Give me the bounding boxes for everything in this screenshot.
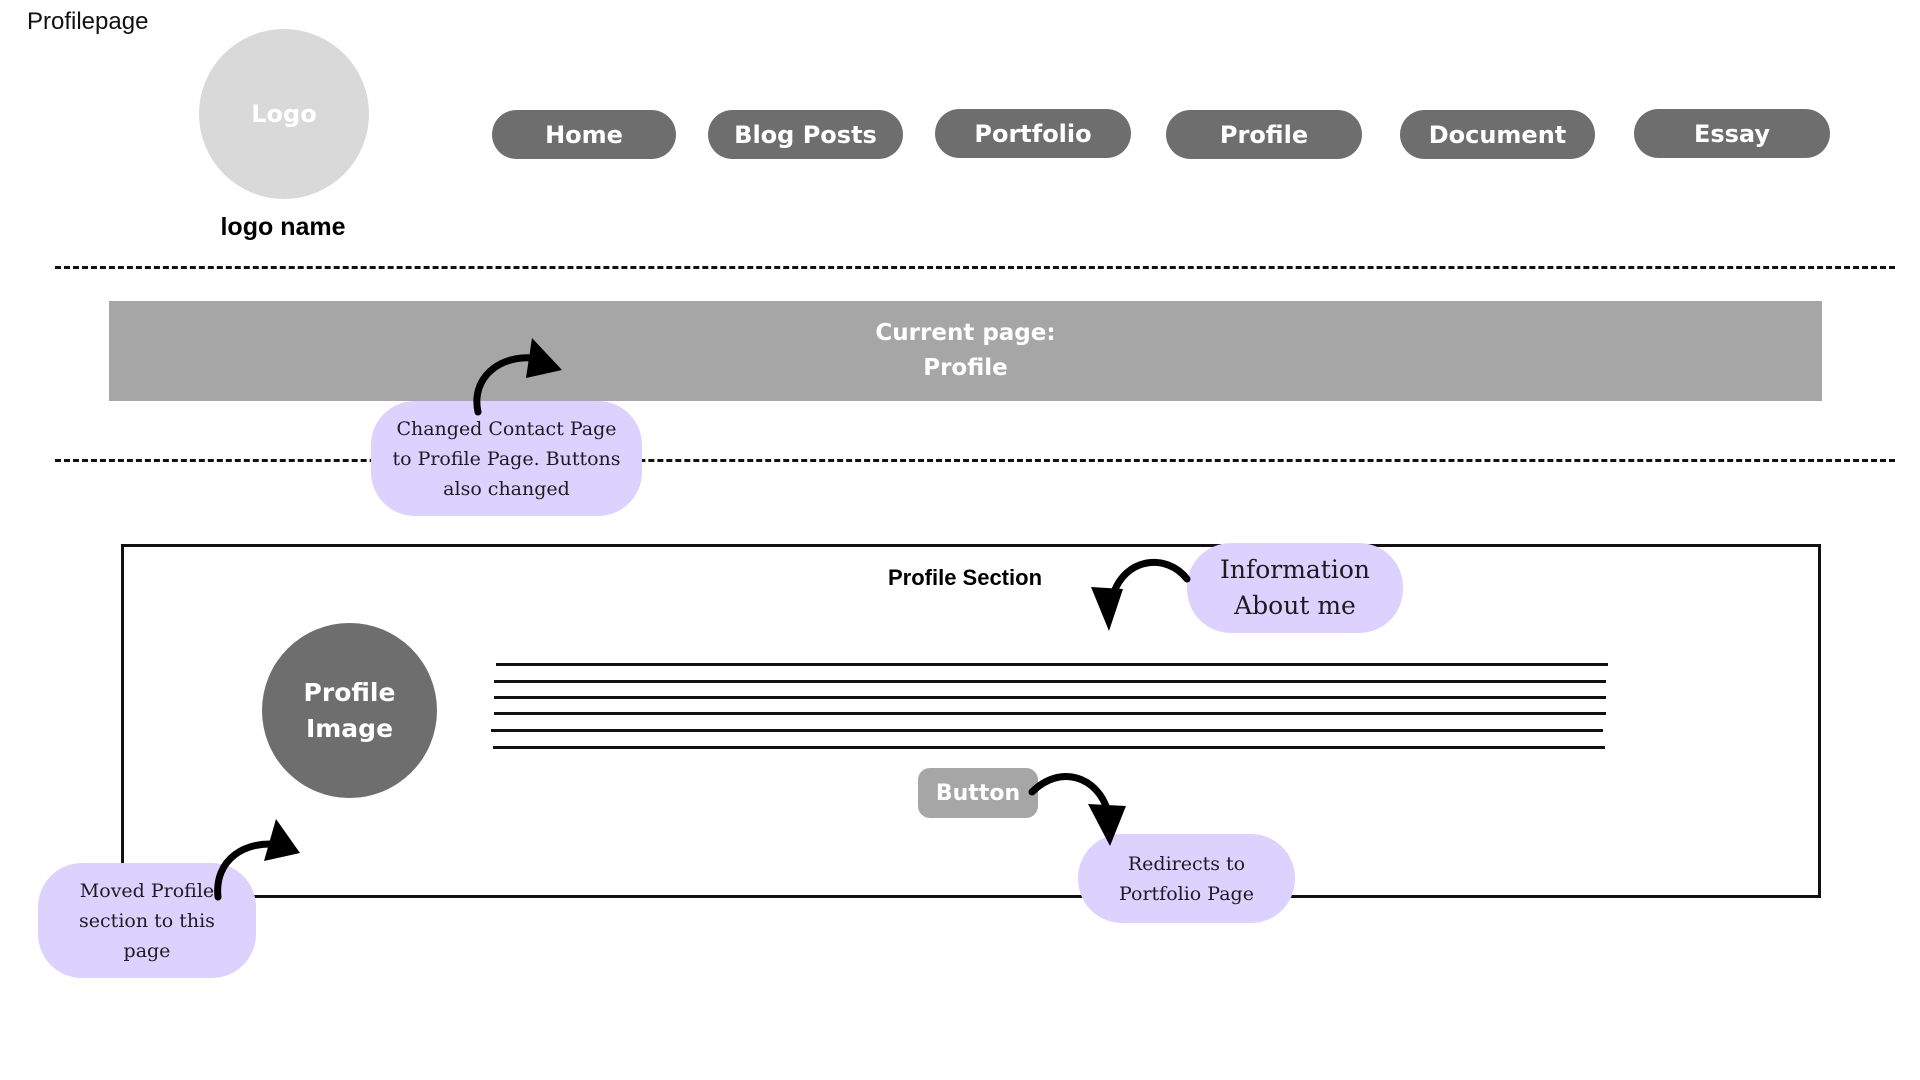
nav-home-button[interactable]: Home	[492, 110, 676, 159]
logo-name: logo name	[220, 213, 346, 241]
text-line	[496, 663, 1608, 666]
annotation-text: to Profile Page. Buttons	[392, 447, 621, 470]
text-line	[494, 712, 1606, 715]
annotation-contact-change: Changed Contact Page to Profile Page. Bu…	[371, 401, 642, 516]
annotation-text: also changed	[443, 477, 570, 500]
logo-placeholder[interactable]: Logo	[199, 29, 369, 199]
nav-essay-button[interactable]: Essay	[1634, 109, 1830, 158]
nav-document-button[interactable]: Document	[1400, 110, 1595, 159]
text-line	[494, 680, 1606, 683]
current-page-label: Current page:	[875, 320, 1056, 346]
nav-profile-button[interactable]: Profile	[1166, 110, 1362, 159]
profile-image: Profile Image	[262, 623, 437, 798]
curved-arrow-icon	[473, 338, 562, 416]
annotation-text: section to this	[79, 909, 215, 932]
annotation-text: Redirects to	[1127, 852, 1246, 875]
curved-arrow-icon	[1091, 559, 1191, 631]
profile-image-text: Image	[305, 713, 394, 743]
annotation-moved-profile: Moved Profile section to this page	[38, 863, 256, 978]
annotation-text: Portfolio Page	[1119, 882, 1254, 905]
page-label: Profilepage	[27, 8, 149, 35]
portfolio-redirect-button[interactable]: Button	[918, 768, 1038, 818]
bottom-dashed-divider	[55, 459, 1895, 462]
annotation-text: About me	[1234, 591, 1356, 620]
annotation-redirects: Redirects to Portfolio Page	[1078, 834, 1295, 923]
text-line	[491, 729, 1603, 732]
annotation-text: Moved Profile	[79, 879, 215, 902]
text-line	[493, 746, 1605, 749]
profile-image-text: Profile	[303, 677, 396, 707]
profile-section-title: Profile Section	[887, 565, 1043, 590]
nav-portfolio-button[interactable]: Portfolio	[935, 109, 1131, 158]
annotation-text: Changed Contact Page	[396, 417, 617, 440]
curved-arrow-icon	[214, 819, 300, 901]
curved-arrow-icon	[1028, 773, 1126, 846]
profile-section	[121, 544, 1821, 898]
annotation-information: Information About me	[1187, 543, 1403, 633]
current-page-banner: Current page: Profile	[109, 301, 1822, 401]
text-line	[494, 696, 1606, 699]
nav-blog-posts-button[interactable]: Blog Posts	[708, 110, 903, 159]
current-page-value: Profile	[923, 355, 1008, 381]
annotation-text: page	[123, 939, 171, 962]
logo-text: Logo	[251, 100, 317, 128]
annotation-text: Information	[1219, 555, 1371, 584]
top-dashed-divider	[55, 266, 1895, 269]
